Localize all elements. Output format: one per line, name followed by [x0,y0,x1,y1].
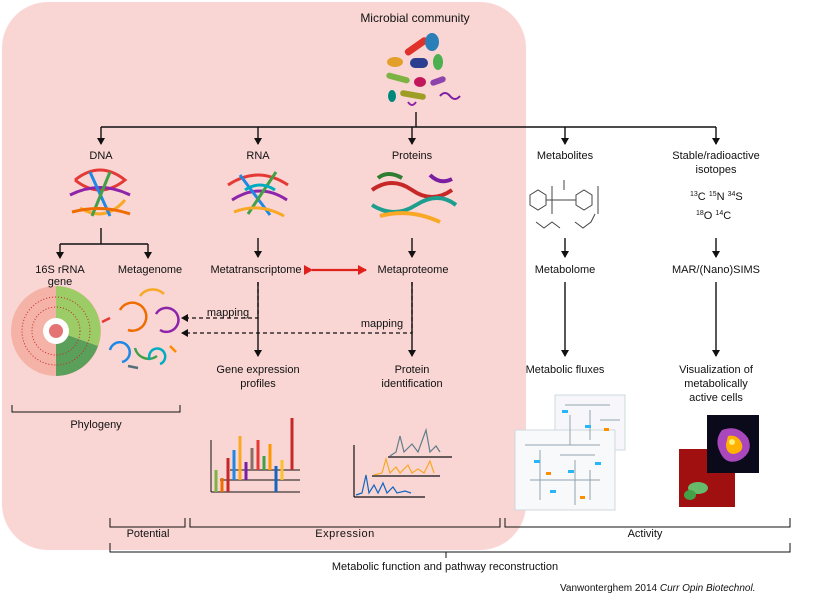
metatranscriptome-label: Metatranscriptome [210,264,302,276]
microscopy-images-illustration [679,415,759,507]
rna-illustration [227,171,289,218]
potential-label: Potential [126,528,170,540]
metabolome-label: Metabolome [534,264,596,276]
isotope-list-row2: 18O 14C [696,210,732,222]
visualization-label-line1: Visualization of [679,364,753,376]
metabolites-label: Metabolites [536,150,594,162]
gene-expression-label-line2: profiles [240,378,276,390]
isotope-list-row1: 13C 15N 34S [690,191,743,203]
dna-label: DNA [89,150,113,162]
bottom-brackets [11,405,791,558]
metabolic-map-illustration [514,394,626,511]
isotopes-label-line2: isotopes [695,164,737,176]
protein-spectra-illustration [353,427,452,498]
visualization-label-line3: active cells [689,392,743,404]
phylogeny-label: Phylogeny [70,419,122,431]
phylogenetic-tree-illustration [11,286,101,376]
isotopes-label-line1: Stable/radioactive [672,150,760,162]
metabolic-fluxes-label: Metabolic fluxes [525,364,605,376]
mapping-arrows [181,282,413,337]
metagenome-label: Metagenome [117,264,183,276]
gene-expression-label-line1: Gene expression [216,364,300,376]
protein-identification-label-line2: identification [381,378,443,390]
proteins-label: Proteins [391,150,433,162]
rna-label: RNA [246,150,270,162]
pathway-reconstruction-label: Metabolic function and pathway reconstru… [331,561,559,573]
microbial-community-title: Microbial community [360,11,470,25]
metagenome-fragments-illustration [101,288,180,370]
microbial-community-illustration [386,33,461,106]
16s-rrna-label-line2: gene [47,276,73,288]
16s-rrna-label-line1: 16S rRNA [35,264,85,276]
visualization-label-line2: metabolically [684,378,748,390]
gene-expression-chart-illustration [210,418,300,493]
citation: Vanwonterghem 2014 Curr Opin Biotechnol. [560,583,756,594]
protein-illustration [370,172,458,224]
mapping-label-1: mapping [206,307,250,319]
expression-label: Expression [315,528,375,540]
metabolite-structures-illustration [529,180,599,229]
activity-label: Activity [627,528,663,540]
metaproteome-label: Metaproteome [377,264,449,276]
nanosims-label: MAR/(Nano)SIMS [671,264,761,276]
dna-helix-illustration [69,168,131,217]
mapping-label-2: mapping [360,318,404,330]
protein-identification-label-line1: Protein [394,364,430,376]
